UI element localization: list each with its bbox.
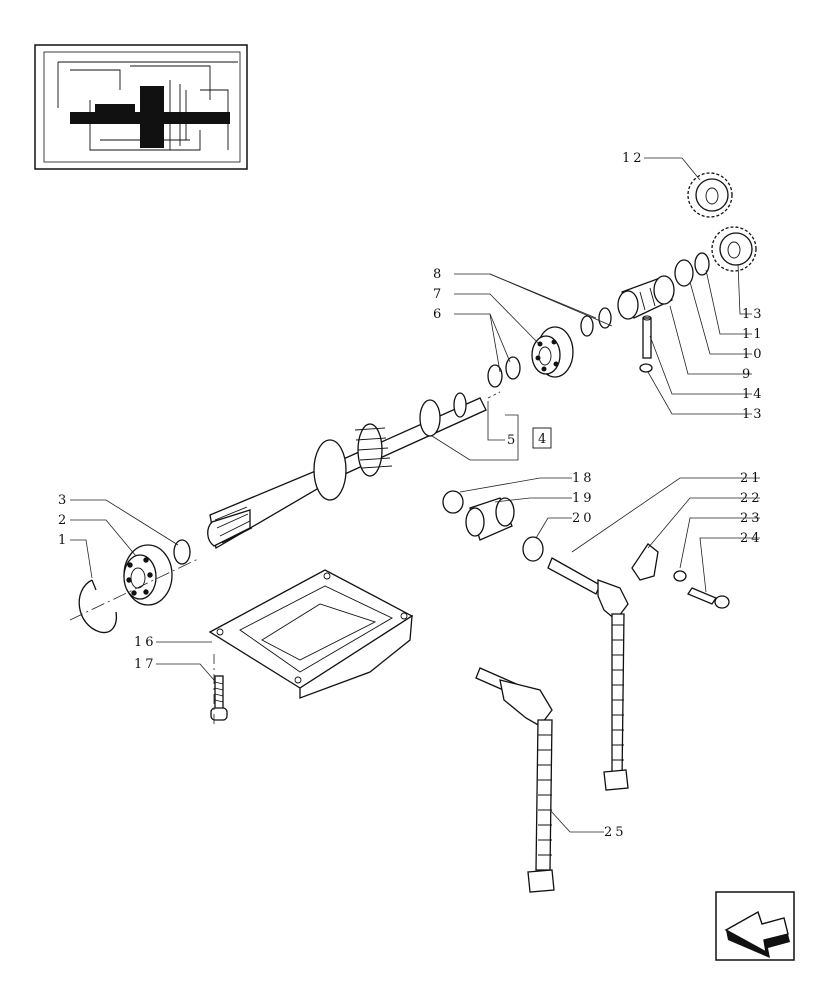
part-shift-rod-21 bbox=[547, 557, 629, 791]
callout-14: 14 bbox=[742, 387, 765, 402]
part-washer-13 bbox=[639, 363, 653, 373]
callout-1: 1 bbox=[58, 533, 69, 548]
callout-8: 8 bbox=[433, 267, 444, 282]
callout-21: 21 bbox=[740, 471, 763, 486]
callout-10: 10 bbox=[742, 347, 765, 362]
part-bearing-7 bbox=[531, 326, 574, 378]
part-ring-20 bbox=[522, 536, 544, 562]
part-cover-16 bbox=[208, 569, 414, 699]
part-ring-3 bbox=[173, 539, 191, 565]
callout-13a: 13 bbox=[742, 307, 765, 322]
part-ring-6b bbox=[505, 356, 521, 380]
callout-18: 18 bbox=[572, 471, 595, 486]
part-ring-10 bbox=[674, 259, 694, 287]
callout-12: 12 bbox=[622, 151, 645, 166]
part-bolt-17 bbox=[210, 675, 228, 721]
callout-16: 16 bbox=[134, 635, 157, 650]
part-circlip-1 bbox=[78, 579, 118, 634]
arrow-back-icon[interactable] bbox=[715, 891, 795, 961]
part-bearing-2 bbox=[123, 544, 173, 606]
part-bolt-24 bbox=[687, 587, 730, 609]
main-shaft bbox=[207, 391, 501, 550]
locator-thumbnail bbox=[34, 44, 248, 170]
callout-13b: 13 bbox=[742, 407, 765, 422]
callout-2: 2 bbox=[58, 513, 69, 528]
callout-3: 3 bbox=[58, 493, 69, 508]
part-washer-23 bbox=[673, 570, 687, 582]
part-gear-13 bbox=[711, 226, 757, 272]
reference-box-4 bbox=[532, 427, 552, 449]
callout-20: 20 bbox=[572, 511, 595, 526]
callout-9: 9 bbox=[742, 367, 753, 382]
callout-23: 23 bbox=[740, 511, 763, 526]
callout-24: 24 bbox=[740, 531, 763, 546]
part-sleeve-19 bbox=[465, 497, 515, 541]
part-ring-6a bbox=[487, 364, 503, 388]
callout-19: 19 bbox=[572, 491, 595, 506]
callout-17: 17 bbox=[134, 657, 157, 672]
callout-7: 7 bbox=[433, 287, 444, 302]
callout-25: 25 bbox=[604, 825, 627, 840]
part-ring-8b bbox=[598, 307, 612, 329]
callout-11: 11 bbox=[742, 327, 765, 342]
part-ring-8a bbox=[580, 315, 594, 337]
part-shift-rod-25 bbox=[475, 667, 555, 893]
callout-5: 5 bbox=[507, 433, 518, 448]
part-pin-14 bbox=[642, 315, 652, 359]
part-sleeve-9 bbox=[617, 275, 675, 320]
part-ring-18 bbox=[442, 490, 464, 514]
leader-lines bbox=[70, 157, 760, 833]
reference-box-4-label: 4 bbox=[538, 432, 549, 447]
part-gear-12 bbox=[687, 172, 733, 218]
part-ring-11 bbox=[694, 252, 710, 276]
callout-labels: 12 8 7 6 5 4 13 11 10 9 14 13 3 2 1 18 1… bbox=[58, 151, 765, 840]
callout-22: 22 bbox=[740, 491, 763, 506]
part-bracket-22 bbox=[631, 543, 659, 581]
callout-6: 6 bbox=[433, 307, 444, 322]
